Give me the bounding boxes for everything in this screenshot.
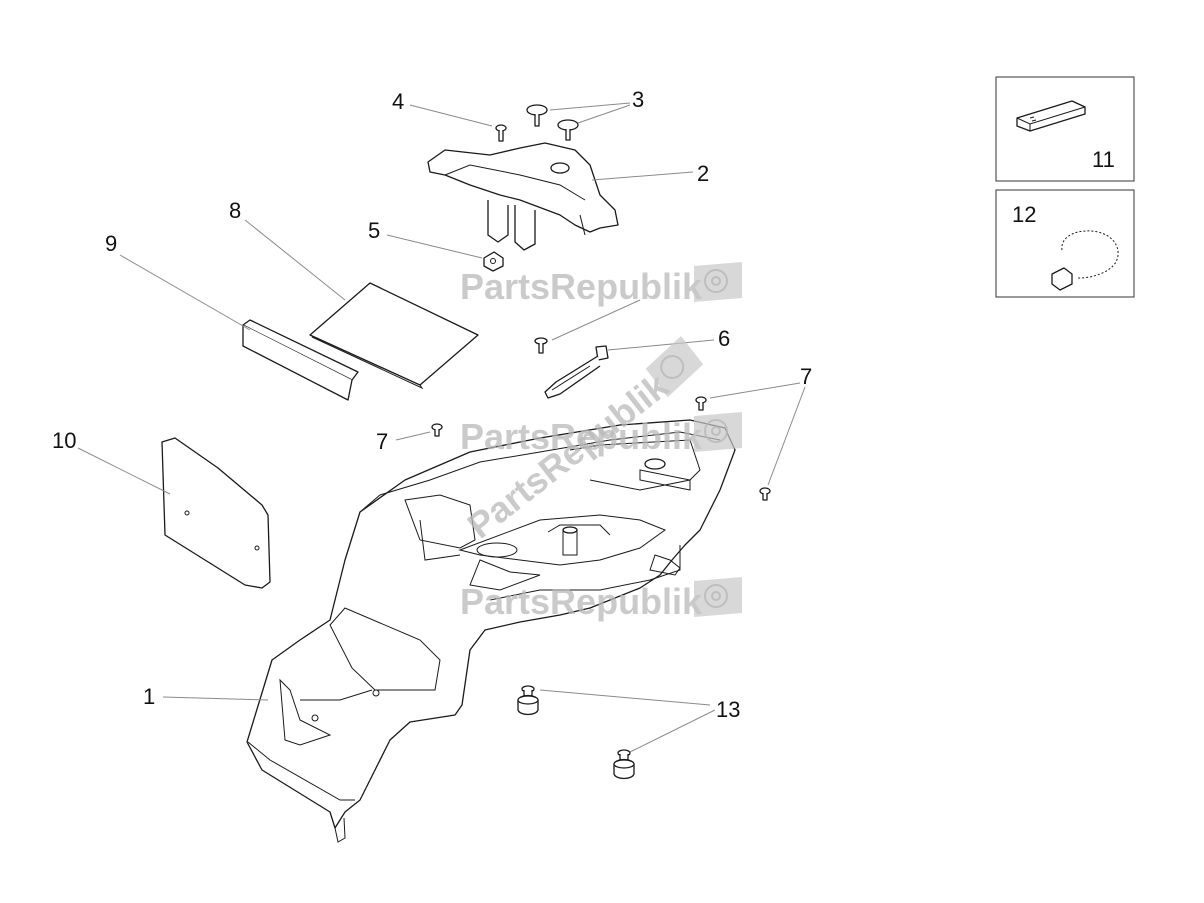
- callout-5: 5: [368, 218, 380, 243]
- callout-11: 11: [1092, 147, 1115, 172]
- gear-icon: [660, 354, 685, 379]
- callout-3: 3: [632, 87, 644, 112]
- watermark-1: PartsRepublik: [460, 262, 742, 307]
- leader-lines: [77, 102, 806, 753]
- callout-numbers: 1 2 3 4 5 6 7 7 8 9 10 13: [52, 87, 812, 722]
- callout-9: 9: [105, 231, 117, 256]
- callout-6: 6: [718, 326, 730, 351]
- gear-icon: [704, 269, 728, 293]
- part-3-push-rivets: [526, 104, 579, 141]
- gear-icon: [704, 584, 728, 608]
- part-8-document-pouch: [309, 282, 479, 390]
- part-11-box: 11: [995, 76, 1135, 182]
- callout-7-right: 7: [800, 364, 812, 389]
- watermark-text: PartsRepublik: [460, 581, 703, 622]
- part-7-screws: [431, 396, 771, 501]
- part-13-rubber-feet: [517, 685, 635, 780]
- callout-7-left: 7: [376, 429, 388, 454]
- part-12-box: 12: [995, 189, 1135, 298]
- callout-10: 10: [52, 428, 76, 453]
- callout-4: 4: [392, 89, 404, 114]
- part-9-plate: [242, 319, 359, 401]
- callout-8: 8: [229, 198, 241, 223]
- callout-12: 12: [1012, 202, 1036, 227]
- watermark-text: PartsRepublik: [460, 266, 703, 307]
- part-5-clip-nut: [483, 251, 504, 272]
- watermark-text: PartsRepublik: [460, 416, 703, 457]
- part-6-pull-strap: [534, 337, 609, 399]
- part-1-helmet-compartment: [246, 419, 736, 843]
- part-2-upper-bracket: [427, 142, 619, 251]
- callout-1: 1: [143, 684, 155, 709]
- callout-2: 2: [697, 161, 709, 186]
- watermark-2: PartsRepublik: [460, 412, 742, 457]
- callout-13: 13: [716, 697, 740, 722]
- watermark-3: PartsRepublik: [460, 577, 742, 622]
- gear-icon: [704, 419, 728, 443]
- part-4-screw: [495, 124, 507, 142]
- part-10-side-panel: [161, 437, 271, 589]
